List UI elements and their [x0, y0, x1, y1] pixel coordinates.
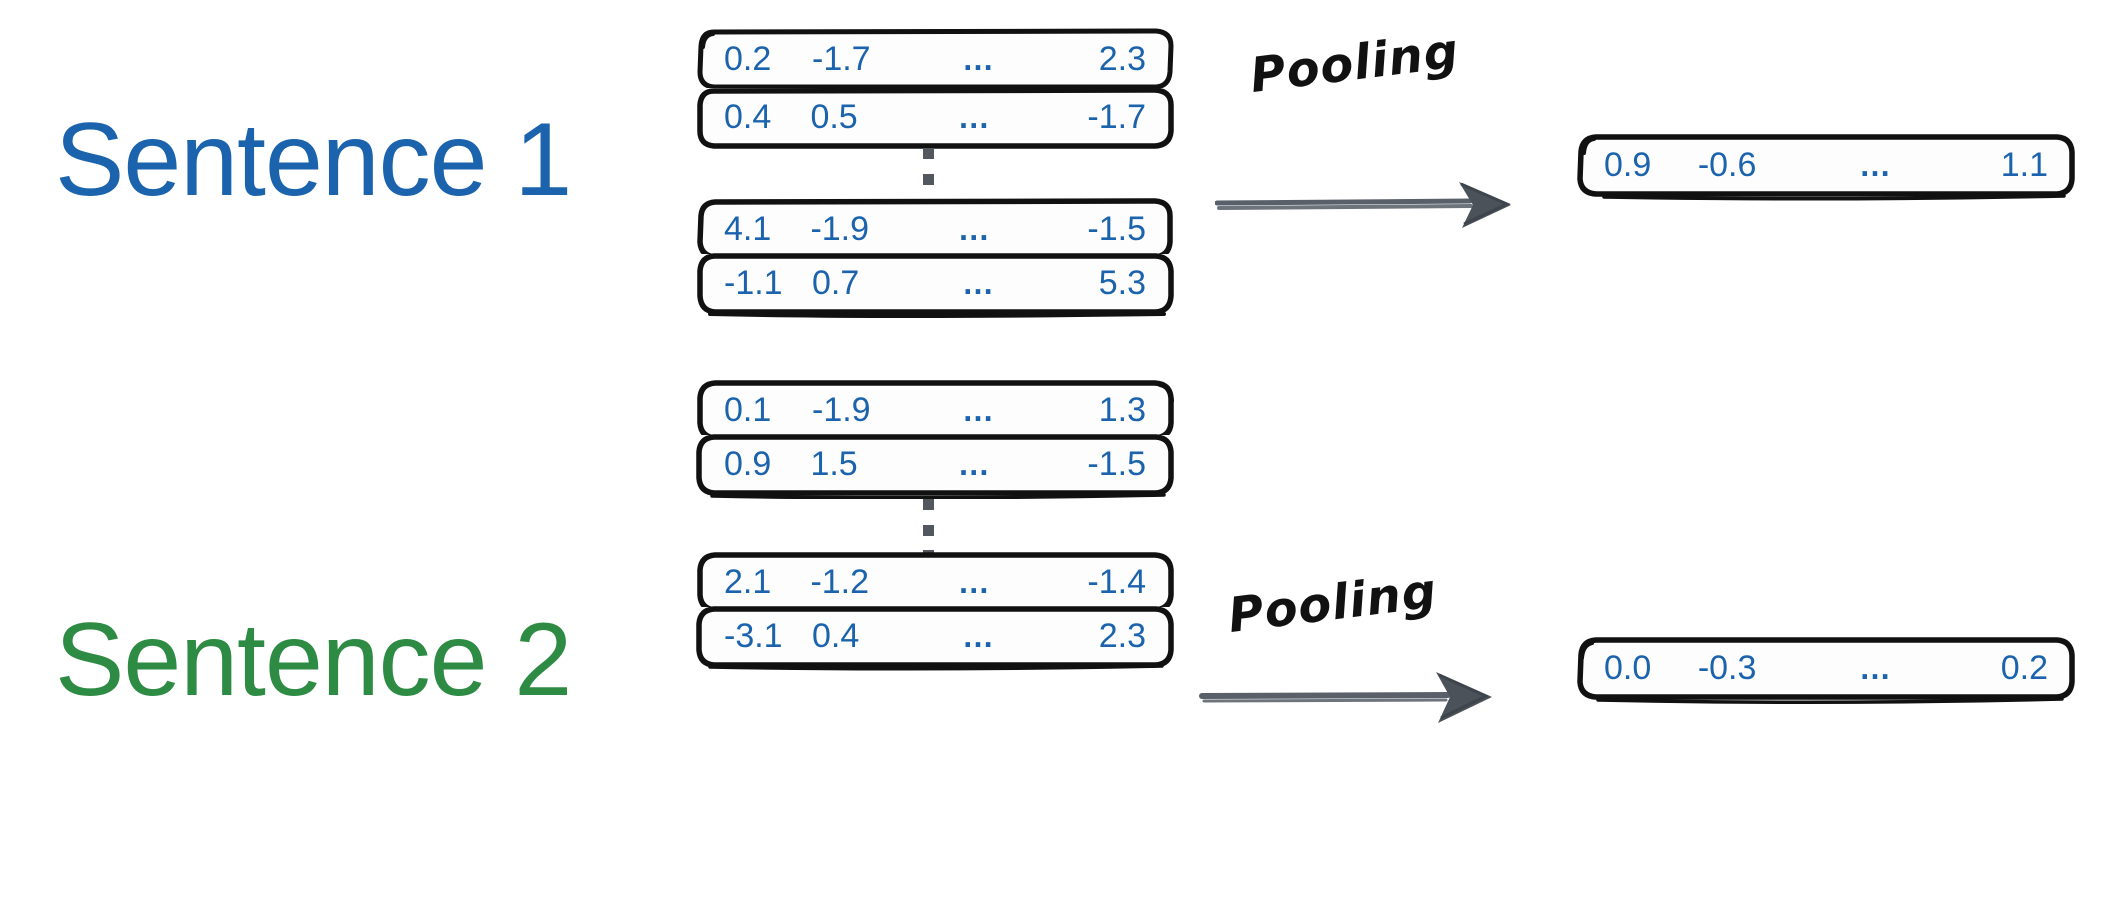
vector-cell: -3.1 [724, 616, 783, 655]
vector-cell-ellipsis: … [957, 210, 995, 247]
sentence-2-label: Sentence 2 [55, 602, 572, 718]
sentence-2-vertical-ellipsis [921, 499, 935, 561]
ellipsis-dot-icon [922, 524, 934, 536]
sentence-1-token-vector-3: 4.1 -1.9 … -1.5 [697, 198, 1173, 260]
vector-cell: -1.5 [1087, 209, 1146, 248]
vector-cell: 0.4 [724, 97, 772, 136]
vector-cell: 1.1 [2000, 145, 2048, 184]
vector-cell-ellipsis: … [962, 617, 999, 654]
vector-cell: -1.9 [810, 209, 870, 248]
vector-cell: 0.1 [724, 390, 772, 429]
vector-cell: 0.9 [1604, 145, 1652, 184]
sentence-1-token-vector-2: 0.4 0.5 … -1.7 [697, 87, 1174, 149]
vector-cell-ellipsis: … [1859, 649, 1897, 686]
sentence-2-token-vector-4: -3.1 0.4 … 2.3 [696, 606, 1174, 671]
vector-cell: -0.3 [1697, 648, 1757, 687]
vector-cell-ellipsis: … [962, 391, 999, 428]
sentence-1-token-vector-4: -1.1 0.7 … 5.3 [697, 253, 1174, 318]
vector-cell: -0.6 [1697, 145, 1757, 184]
sentence-1-label: Sentence 1 [55, 102, 572, 218]
vector-cell-ellipsis: … [957, 98, 995, 135]
vector-cell: -1.5 [1087, 444, 1146, 483]
vector-cell: 2.3 [1098, 616, 1146, 655]
vector-cell-ellipsis: … [1859, 146, 1897, 183]
vector-cell-ellipsis: … [957, 445, 995, 482]
vector-cell: 2.1 [724, 562, 772, 601]
vector-cell: -1.7 [1087, 97, 1146, 136]
ellipsis-dot-icon [922, 173, 934, 185]
vector-cell: 5.3 [1098, 263, 1146, 302]
vector-cell: -1.2 [810, 562, 870, 601]
sentence-2-pooled-embedding: 0.0 -0.3 … 0.2 [1577, 637, 2075, 705]
vector-cell: 0.7 [812, 263, 860, 302]
pooling-arrow-sentence-1 [1215, 182, 1511, 228]
vector-cell-ellipsis: … [957, 563, 995, 600]
vector-cell: -1.7 [812, 39, 871, 78]
vector-cell: 0.2 [724, 39, 772, 78]
sentence-1-token-vector-1: 0.2 -1.7 … 2.3 [697, 28, 1174, 90]
vector-cell-ellipsis: … [962, 40, 999, 77]
vector-cell: 0.0 [1604, 648, 1652, 687]
pooling-label-sentence-1: Pooling [1247, 22, 1463, 104]
sentence-2-token-vector-1: 0.1 -1.9 … 1.3 [697, 380, 1174, 441]
vector-cell: 4.1 [724, 209, 772, 248]
sentence-1-pooled-embedding: 0.9 -0.6 … 1.1 [1577, 134, 2075, 201]
pooling-label-sentence-2: Pooling [1225, 562, 1441, 644]
sentence-2-token-vector-3: 2.1 -1.2 … -1.4 [697, 552, 1174, 613]
vector-cell-ellipsis: … [962, 264, 999, 301]
vector-cell: 1.3 [1098, 390, 1146, 429]
vector-cell: 0.9 [724, 444, 772, 483]
pooling-arrow-sentence-2 [1199, 672, 1492, 723]
vector-cell: -1.9 [812, 390, 871, 429]
vector-cell: 0.4 [812, 616, 860, 655]
sentence-2-token-vector-2: 0.9 1.5 … -1.5 [696, 434, 1174, 499]
vector-cell: 0.5 [810, 97, 858, 136]
ellipsis-dot-icon [922, 499, 934, 510]
vector-cell: -1.4 [1087, 562, 1146, 601]
vector-cell: 2.3 [1098, 39, 1146, 78]
vector-cell: -1.1 [724, 263, 783, 302]
vector-cell: 1.5 [810, 444, 858, 483]
vector-cell: 0.2 [2000, 648, 2048, 687]
ellipsis-dot-icon [922, 148, 934, 159]
